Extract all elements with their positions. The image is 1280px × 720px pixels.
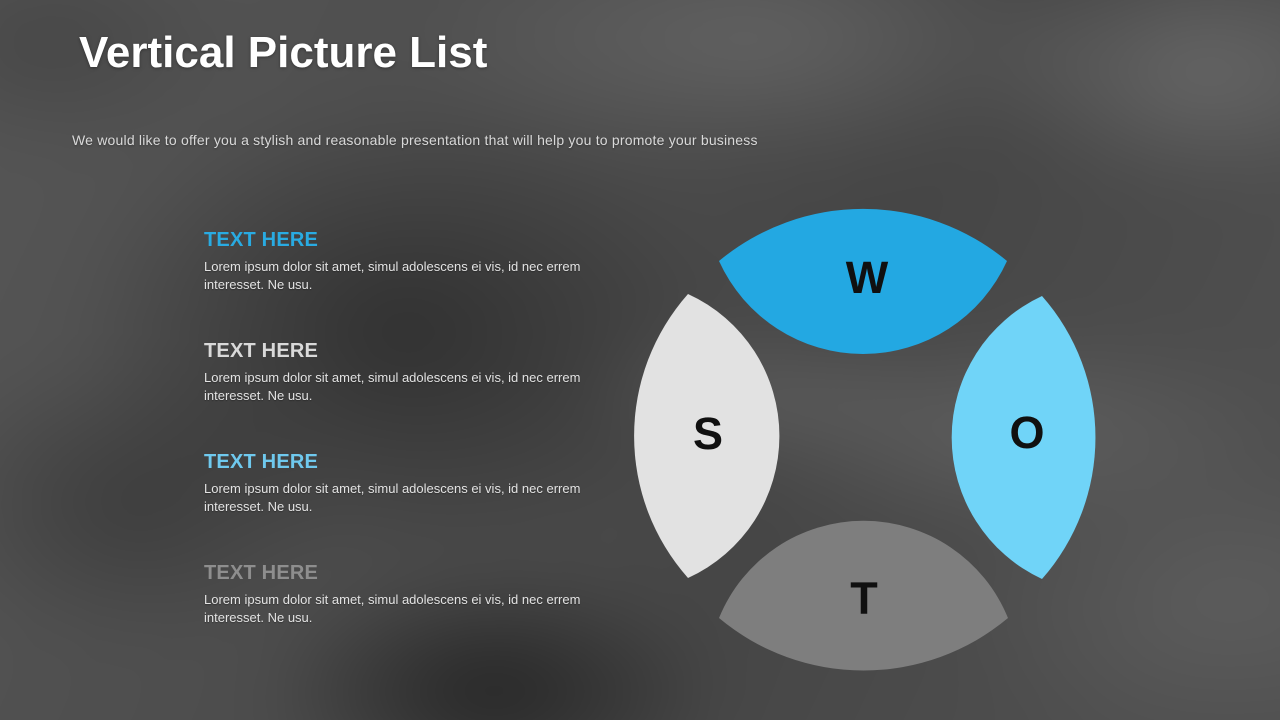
petal-letter-o: O [1009,407,1044,458]
item-heading: TEXT HERE [204,562,319,585]
page-title: Vertical Picture List [79,28,488,77]
petal-w [719,208,1007,354]
petal-letter-s: S [693,408,723,459]
item-body: Lorem ipsum dolor sit amet, simul adoles… [204,370,581,403]
slide-subtitle: We would like to offer you a stylish and… [72,132,758,148]
list-item: TEXT HERE Lorem ipsum dolor sit amet, si… [204,451,604,515]
petal-letter-t: T [850,573,878,624]
item-body: Lorem ipsum dolor sit amet, simul adoles… [204,481,581,514]
item-heading: TEXT HERE [204,229,319,251]
petal-s [634,294,780,578]
list-item: TEXT HERE Lorem ipsum dolor sit amet, si… [204,562,604,626]
petal-t [719,520,1008,671]
item-body: Lorem ipsum dolor sit amet, simul adoles… [204,592,581,625]
item-heading: TEXT HERE [204,340,319,363]
list-item: TEXT HERE Lorem ipsum dolor sit amet, si… [204,229,604,293]
text-list: TEXT HERE Lorem ipsum dolor sit amet, si… [204,229,604,673]
list-item: TEXT HERE Lorem ipsum dolor sit amet, si… [204,340,604,404]
swot-diagram: W S O T [634,208,1096,671]
item-heading: TEXT HERE [204,451,319,474]
petal-letter-w: W [846,252,889,303]
item-body: Lorem ipsum dolor sit amet, simul adoles… [204,259,581,292]
petal-o [951,296,1096,579]
